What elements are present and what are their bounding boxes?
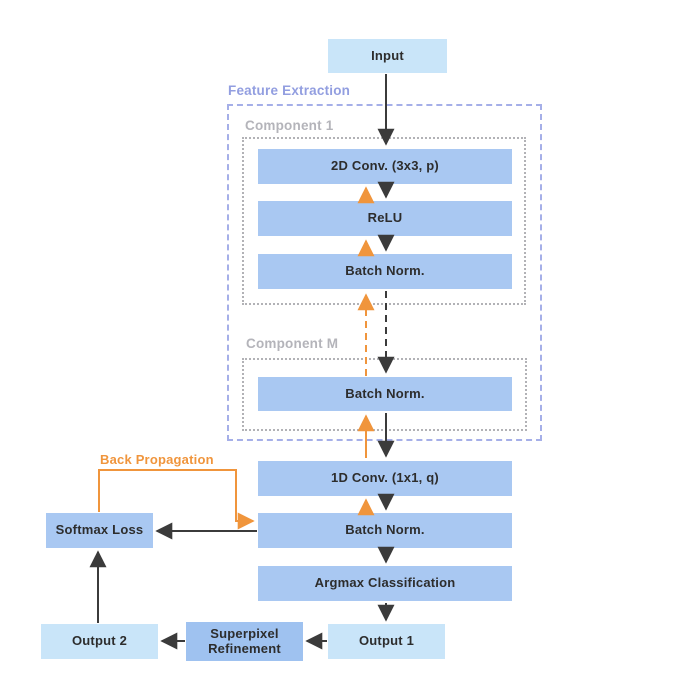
node-relu: ReLU <box>258 201 512 236</box>
node-batchnorm-1: Batch Norm. <box>258 254 512 289</box>
node-batchnorm-m: Batch Norm. <box>258 377 512 411</box>
node-softmax-loss: Softmax Loss <box>46 513 153 548</box>
back-propagation-label: Back Propagation <box>100 452 214 467</box>
feature-extraction-container <box>227 104 542 441</box>
node-argmax-classification: Argmax Classification <box>258 566 512 601</box>
component-m-label: Component M <box>246 336 339 351</box>
node-output-2: Output 2 <box>41 624 158 659</box>
node-input: Input <box>328 39 447 73</box>
node-batchnorm-2: Batch Norm. <box>258 513 512 548</box>
component-1-label: Component 1 <box>245 118 334 133</box>
node-conv2d: 2D Conv. (3x3, p) <box>258 149 512 184</box>
node-output-1: Output 1 <box>328 624 445 659</box>
feature-extraction-label: Feature Extraction <box>228 83 351 98</box>
node-conv1d: 1D Conv. (1x1, q) <box>258 461 512 496</box>
node-superpixel-refinement: Superpixel Refinement <box>186 622 303 661</box>
